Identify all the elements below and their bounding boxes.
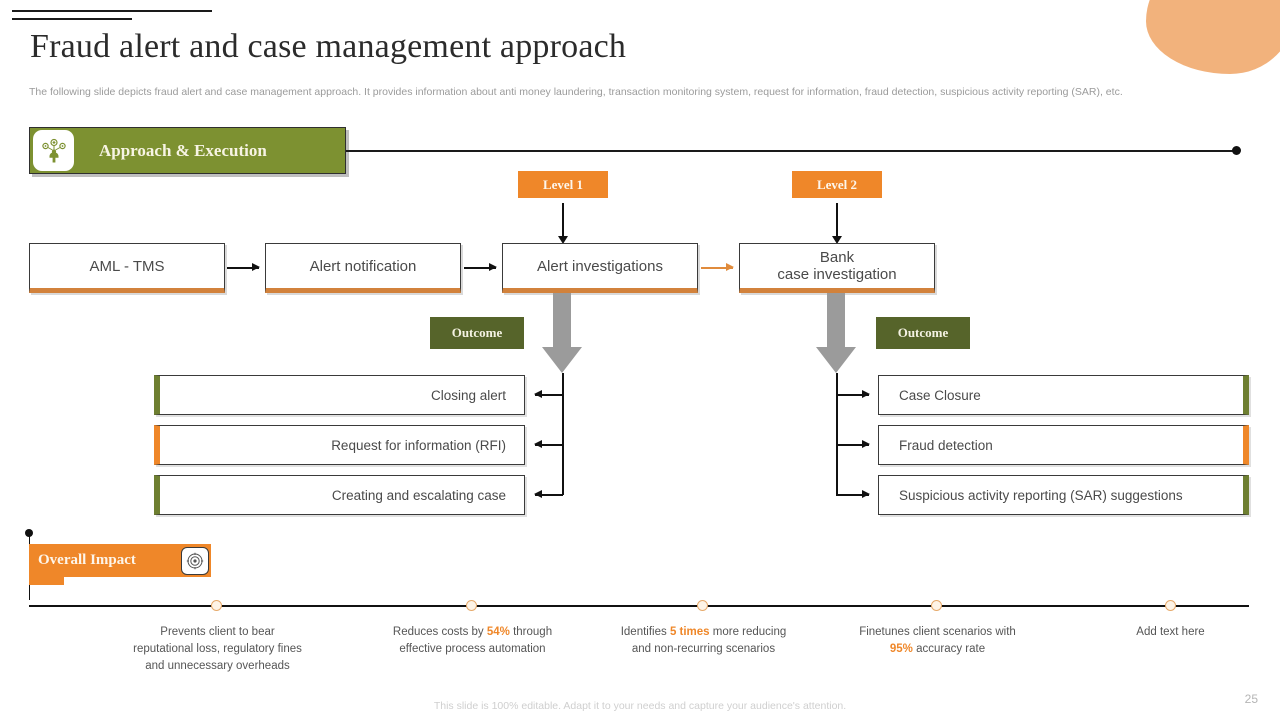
header-connector-end-dot: [1232, 146, 1241, 155]
impact-item-3-highlight: 5 times: [669, 626, 710, 638]
left-connector-arrow-3: [534, 490, 563, 498]
header-connector-line: [346, 150, 1236, 152]
overall-impact-banner: Overall Impact: [29, 544, 211, 577]
stage-box-aml-tms: AML - TMS: [29, 243, 225, 293]
left-connector-arrow-1: [534, 390, 563, 398]
timeline-node-1: [211, 600, 222, 611]
timeline-node-4: [931, 600, 942, 611]
left-connector-arrow-2: [534, 440, 563, 448]
flow-arrow-aml-to-alert: [227, 263, 260, 271]
impact-item-3-post: more reducing and non-recurring scenario…: [631, 626, 787, 655]
level-1-down-arrow: [558, 203, 567, 244]
outcome-badge-left: Outcome: [430, 317, 524, 349]
outcome-box-fraud-detection: Fraud detection: [878, 425, 1249, 465]
level-2-down-arrow: [832, 203, 841, 244]
stage-box-bank-case-investigation: Bank case investigation: [739, 243, 935, 293]
impact-item-4-post: accuracy rate: [912, 643, 986, 655]
impact-item-4-pre: Finetunes client scenarios with: [859, 626, 1016, 638]
top-left-rule-short: [12, 18, 132, 20]
impact-item-3-pre: Identifies: [620, 626, 670, 638]
level-2-badge: Level 2: [792, 171, 882, 198]
impact-item-1: Prevents client to bear reputational los…: [130, 624, 305, 675]
page-title: Fraud alert and case management approach: [30, 28, 627, 65]
impact-item-1-pre: Prevents client to bear reputational los…: [133, 626, 302, 672]
impact-item-2-highlight: 54%: [486, 626, 510, 638]
impact-item-5: Add text here: [1083, 624, 1258, 641]
page-subtitle: The following slide depicts fraud alert …: [29, 86, 1123, 98]
block-arrow-left: [542, 293, 582, 373]
impact-item-2-pre: Reduces costs by: [392, 626, 487, 638]
impact-item-2: Reduces costs by 54% through effective p…: [385, 624, 560, 658]
impact-item-2-post: through effective process automation: [399, 626, 553, 655]
overall-impact-label: Overall Impact: [38, 552, 136, 568]
stage-box-alert-investigations: Alert investigations: [502, 243, 698, 293]
timeline-node-2: [466, 600, 477, 611]
team-network-icon: [33, 130, 74, 171]
outcome-badge-right: Outcome: [876, 317, 970, 349]
level-1-badge: Level 1: [518, 171, 608, 198]
page-number: 25: [1244, 692, 1258, 706]
impact-timeline-rule: [29, 605, 1249, 607]
top-left-rule-long: [12, 10, 212, 12]
left-connector-spine: [562, 373, 564, 495]
flow-arrow-alert-to-investigations: [464, 263, 497, 271]
outcome-box-sar-suggestions: Suspicious activity reporting (SAR) sugg…: [878, 475, 1249, 515]
right-connector-arrow-3: [836, 490, 870, 498]
outcome-box-closing-alert: Closing alert: [154, 375, 525, 415]
outcome-box-creating-escalating-case: Creating and escalating case: [154, 475, 525, 515]
target-icon: [181, 547, 209, 575]
approach-execution-banner: Approach & Execution: [29, 127, 346, 174]
timeline-node-5: [1165, 600, 1176, 611]
right-connector-spine: [836, 373, 838, 495]
approach-banner-label: Approach & Execution: [99, 140, 267, 160]
corner-decoration-blob: [1146, 0, 1280, 74]
timeline-node-3: [697, 600, 708, 611]
right-connector-arrow-2: [836, 440, 870, 448]
impact-item-3: Identifies 5 times more reducing and non…: [616, 624, 791, 658]
flow-arrow-investigations-to-bank: [701, 263, 734, 271]
footer-note: This slide is 100% editable. Adapt it to…: [433, 700, 847, 712]
impact-item-5-pre: Add text here: [1136, 626, 1205, 638]
outcome-box-case-closure: Case Closure: [878, 375, 1249, 415]
block-arrow-right: [816, 293, 856, 373]
impact-banner-tail: [29, 577, 64, 585]
right-connector-arrow-1: [836, 390, 870, 398]
outcome-box-rfi: Request for information (RFI): [154, 425, 525, 465]
impact-item-4-highlight: 95%: [889, 643, 913, 655]
impact-item-4: Finetunes client scenarios with 95% accu…: [850, 624, 1025, 658]
stage-box-alert-notification: Alert notification: [265, 243, 461, 293]
